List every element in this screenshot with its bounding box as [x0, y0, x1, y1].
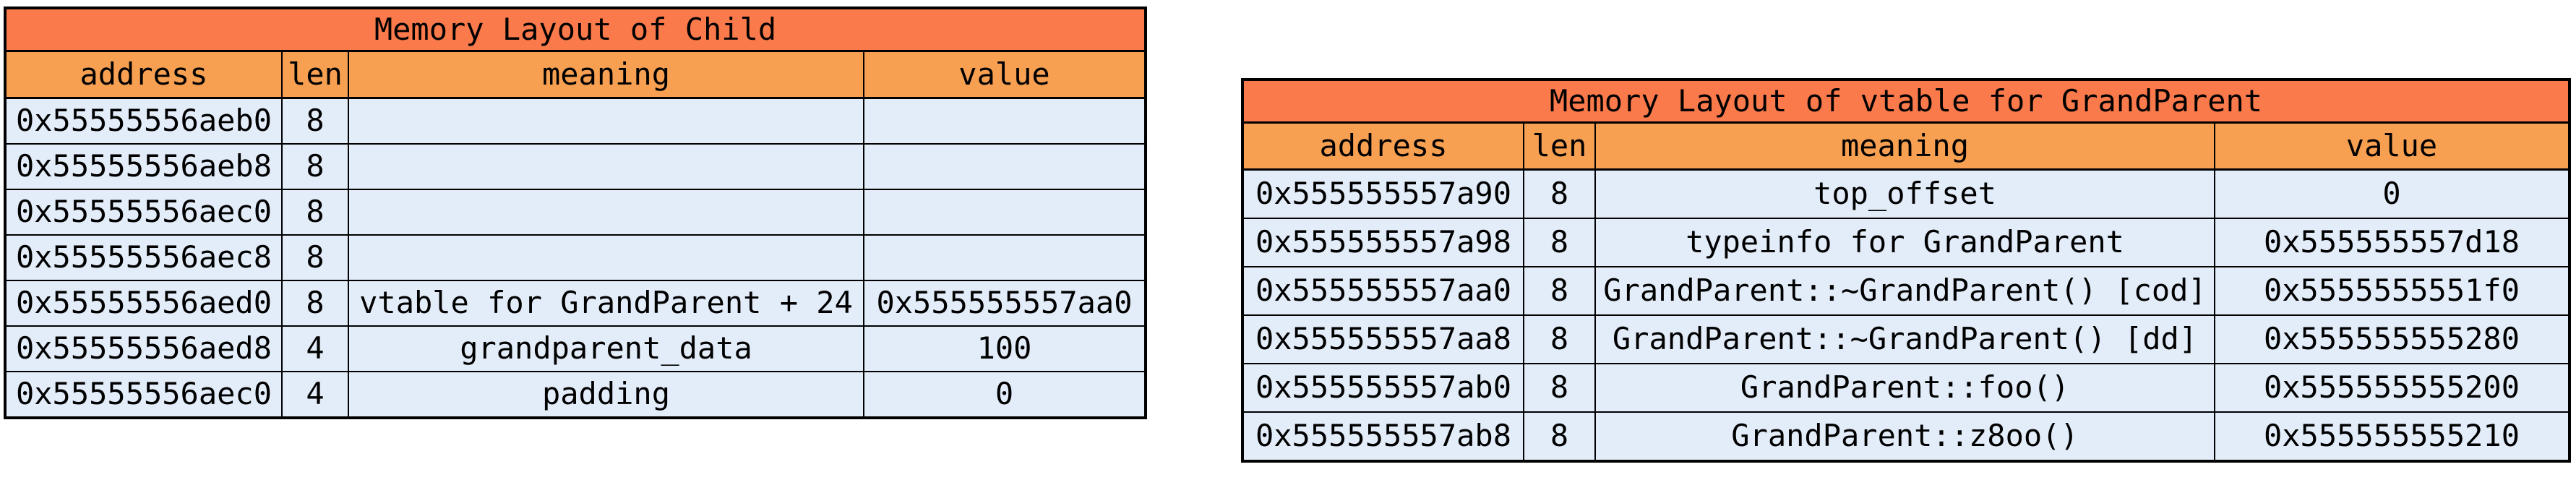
- cell-address: 0x55555556aeb0: [4, 97, 283, 145]
- cell-address: 0x555555557aa8: [1242, 314, 1524, 364]
- table-title-row: Memory Layout of Child: [4, 7, 1146, 52]
- cell-value: [863, 143, 1146, 190]
- cell-address: 0x55555556aeb8: [4, 143, 283, 190]
- cell-len: 8: [1523, 363, 1596, 413]
- cell-value: 0x555555555200: [2214, 363, 2570, 413]
- cell-value: 0x555555555210: [2214, 411, 2570, 462]
- cell-meaning: GrandParent::z8oo(): [1594, 411, 2215, 462]
- cell-address: 0x55555556aed0: [4, 280, 283, 327]
- table-title-row: Memory Layout of vtable for GrandParent: [1242, 79, 2570, 124]
- cell-address: 0x55555556aec0: [4, 189, 283, 236]
- column-header-meaning: meaning: [348, 50, 864, 99]
- cell-len: 8: [281, 143, 349, 190]
- cell-len: 8: [281, 189, 349, 236]
- column-header-len: len: [281, 50, 349, 99]
- cell-value: 0x5555555551f0: [2214, 266, 2570, 316]
- cell-address: 0x55555556aec8: [4, 234, 283, 281]
- cell-value: 0x555555557aa0: [863, 280, 1146, 327]
- cell-meaning: [348, 234, 864, 281]
- cell-value: 0x555555557d18: [2214, 218, 2570, 267]
- cell-len: 8: [281, 97, 349, 145]
- cell-address: 0x555555557ab8: [1242, 411, 1524, 462]
- vtable-grandparent-table-title: Memory Layout of vtable for GrandParent: [1242, 79, 2570, 124]
- column-header-len: len: [1523, 121, 1596, 171]
- cell-meaning: GrandParent::~GrandParent() [cod]: [1594, 266, 2215, 316]
- cell-address: 0x555555557ab0: [1242, 363, 1524, 413]
- cell-len: 8: [1523, 314, 1596, 364]
- column-header-value: value: [863, 50, 1146, 99]
- cell-value: 0: [2214, 168, 2570, 219]
- cell-address: 0x55555556aed8: [4, 325, 283, 372]
- cell-value: 0: [863, 371, 1146, 419]
- cell-value: [863, 189, 1146, 236]
- cell-meaning: vtable for GrandParent + 24: [348, 280, 864, 327]
- cell-address: 0x55555556aec0: [4, 371, 283, 419]
- cell-meaning: grandparent_data: [348, 325, 864, 372]
- cell-value: [863, 97, 1146, 145]
- cell-len: 8: [1523, 218, 1596, 267]
- cell-len: 8: [1523, 411, 1596, 462]
- cell-meaning: [348, 97, 864, 145]
- cell-address: 0x555555557a98: [1242, 218, 1524, 267]
- column-header-value: value: [2214, 121, 2570, 171]
- column-header-meaning: meaning: [1594, 121, 2215, 171]
- cell-value: [863, 234, 1146, 281]
- cell-len: 8: [281, 234, 349, 281]
- cell-len: 4: [281, 371, 349, 419]
- cell-meaning: typeinfo for GrandParent: [1594, 218, 2215, 267]
- cell-meaning: GrandParent::foo(): [1594, 363, 2215, 413]
- child-table-title: Memory Layout of Child: [4, 7, 1146, 52]
- cell-meaning: [348, 189, 864, 236]
- cell-len: 8: [1523, 266, 1596, 316]
- column-header-address: address: [4, 50, 283, 99]
- cell-meaning: padding: [348, 371, 864, 419]
- cell-value: 0x555555555280: [2214, 314, 2570, 364]
- cell-address: 0x555555557a90: [1242, 168, 1524, 219]
- column-header-address: address: [1242, 121, 1524, 171]
- cell-meaning: GrandParent::~GrandParent() [dd]: [1594, 314, 2215, 364]
- cell-meaning: [348, 143, 864, 190]
- cell-len: 4: [281, 325, 349, 372]
- cell-len: 8: [1523, 168, 1596, 219]
- cell-meaning: top_offset: [1594, 168, 2215, 219]
- cell-len: 8: [281, 280, 349, 327]
- cell-value: 100: [863, 325, 1146, 372]
- cell-address: 0x555555557aa0: [1242, 266, 1524, 316]
